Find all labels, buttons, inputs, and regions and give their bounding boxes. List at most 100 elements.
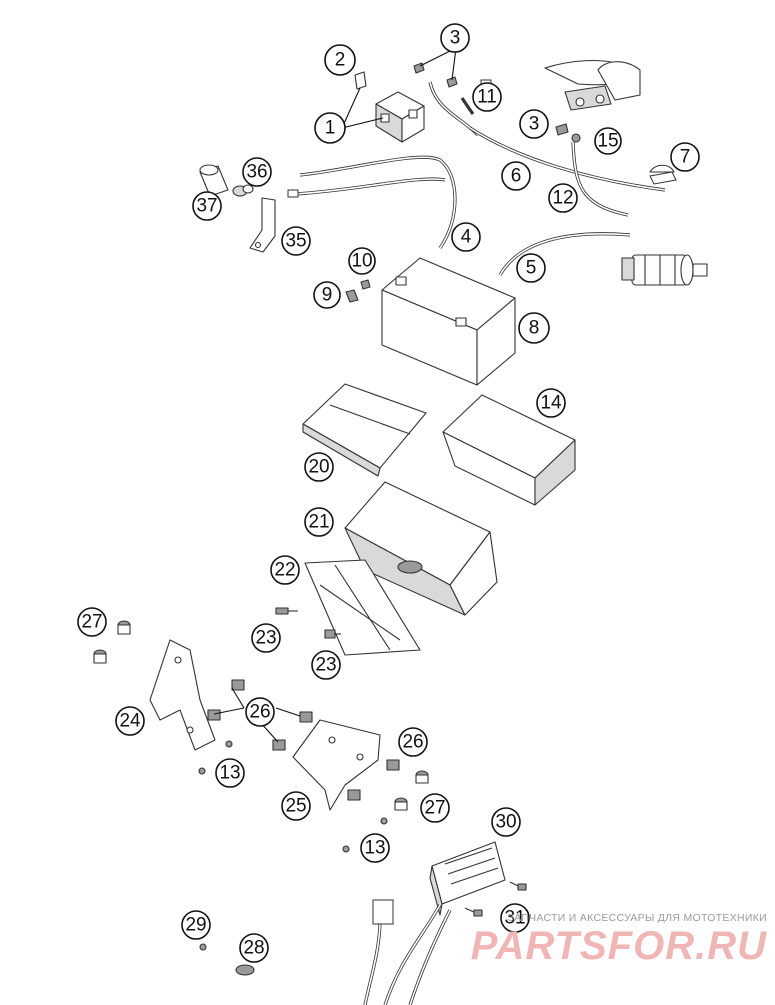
bolt-part-23-upper [275, 607, 298, 615]
callout-8: 8 [518, 312, 550, 344]
callout-23b: 23 [311, 650, 341, 680]
callout-7: 7 [670, 142, 700, 172]
screw-part-13-lower [342, 817, 388, 853]
nut-part-10 [360, 279, 371, 290]
callout-28: 28 [239, 933, 269, 963]
callout-10: 10 [348, 247, 376, 275]
callout-27b: 27 [420, 793, 450, 823]
clip-part-29 [199, 943, 207, 951]
cable-part-6 [469, 126, 677, 192]
svg-text:9: 9 [322, 285, 333, 306]
callout-30: 30 [491, 807, 521, 837]
callout-2: 2 [324, 44, 356, 76]
watermark-tagline: ЗАПЧАСТИ И АКСЕССУАРЫ ДЛЯ МОТОТЕХНИКИ [507, 912, 767, 924]
callout-3b: 3 [519, 109, 549, 139]
callout-11: 11 [472, 82, 502, 112]
clips-part-26-right [347, 759, 400, 801]
svg-text:4: 4 [461, 227, 472, 248]
callout-13a: 13 [215, 758, 245, 788]
callout-26a: 26 [245, 697, 275, 727]
callout-3a: 3 [440, 23, 470, 53]
callout-27a: 27 [77, 607, 107, 637]
callout-37: 37 [192, 191, 222, 221]
svg-text:2: 2 [335, 50, 346, 71]
clip-part-28 [235, 964, 255, 976]
svg-text:7: 7 [680, 147, 691, 168]
svg-text:26: 26 [402, 732, 423, 753]
callout-13b: 13 [360, 833, 390, 863]
bushing-part-27-left [93, 620, 131, 664]
cable-part-12 [571, 141, 629, 217]
bolt-part-3-top [413, 62, 458, 88]
svg-text:3: 3 [529, 114, 540, 135]
cable-part-4 [287, 155, 457, 249]
svg-text:14: 14 [540, 393, 562, 414]
callout-31: 31 [500, 903, 530, 933]
svg-text:30: 30 [495, 812, 516, 833]
svg-text:23: 23 [315, 655, 336, 676]
svg-text:36: 36 [246, 162, 267, 183]
callout-12: 12 [548, 183, 578, 213]
watermark-logo: PARTSFOR.RU [470, 924, 767, 968]
callout-9: 9 [313, 281, 341, 309]
handlebar-switch-assembly [544, 60, 641, 111]
callout-20: 20 [304, 452, 334, 482]
svg-text:3: 3 [450, 28, 461, 49]
svg-text:31: 31 [504, 908, 525, 929]
clips-part-26-left [207, 679, 313, 751]
svg-text:27: 27 [424, 798, 445, 819]
cable-part-5 [498, 232, 631, 276]
svg-text:26: 26 [249, 702, 270, 723]
svg-text:21: 21 [308, 512, 329, 533]
callout-6: 6 [501, 161, 531, 191]
svg-text:12: 12 [552, 188, 573, 209]
svg-text:23: 23 [255, 628, 276, 649]
bracket-part-25 [292, 719, 381, 811]
bracket-part-35 [249, 197, 276, 253]
svg-text:13: 13 [219, 763, 240, 784]
mounting-plate-part-22 [304, 559, 421, 656]
svg-text:11: 11 [477, 87, 497, 108]
svg-text:10: 10 [351, 251, 372, 272]
svg-text:27: 27 [81, 612, 102, 633]
svg-text:8: 8 [529, 318, 540, 339]
svg-text:22: 22 [274, 560, 295, 581]
battery-box-part-21 [344, 481, 498, 616]
callout-24: 24 [115, 706, 145, 736]
callout-1: 1 [314, 112, 346, 144]
svg-text:28: 28 [243, 938, 264, 959]
bolt-part-9 [345, 289, 359, 303]
bolt-part-3-right [555, 123, 581, 143]
svg-text:35: 35 [285, 231, 306, 252]
callout-14: 14 [536, 388, 566, 418]
svg-text:1: 1 [325, 118, 336, 139]
watermark: ЗАПЧАСТИ И АКСЕССУАРЫ ДЛЯ МОТОТЕХНИКИ PA… [447, 912, 767, 968]
bolt-part-31 [464, 881, 527, 917]
svg-text:6: 6 [511, 166, 522, 187]
callout-15: 15 [594, 127, 622, 155]
starter-motor [621, 254, 708, 286]
callout-5: 5 [516, 253, 546, 283]
cap-part-37 [199, 164, 229, 197]
svg-text:29: 29 [185, 915, 206, 936]
callout-4: 4 [451, 222, 481, 252]
svg-text:20: 20 [308, 457, 329, 478]
svg-text:5: 5 [526, 258, 537, 279]
fuse-part-2 [354, 71, 367, 90]
screw-part-13-upper [198, 740, 233, 775]
wiring-harness [363, 899, 452, 1005]
callout-36: 36 [242, 157, 272, 187]
battery-cover-part-20 [302, 383, 427, 477]
leader-lines [213, 47, 457, 743]
svg-text:25: 25 [285, 796, 306, 817]
battery-case-part-14 [442, 394, 576, 506]
callout-22: 22 [270, 555, 300, 585]
grommet-part-36 [232, 184, 254, 197]
callout-29: 29 [181, 910, 211, 940]
svg-text:24: 24 [119, 711, 141, 732]
callout-21: 21 [304, 507, 334, 537]
regulator-part-30 [429, 841, 506, 916]
bolt-part-23-lower [324, 629, 341, 639]
svg-text:37: 37 [196, 196, 217, 217]
